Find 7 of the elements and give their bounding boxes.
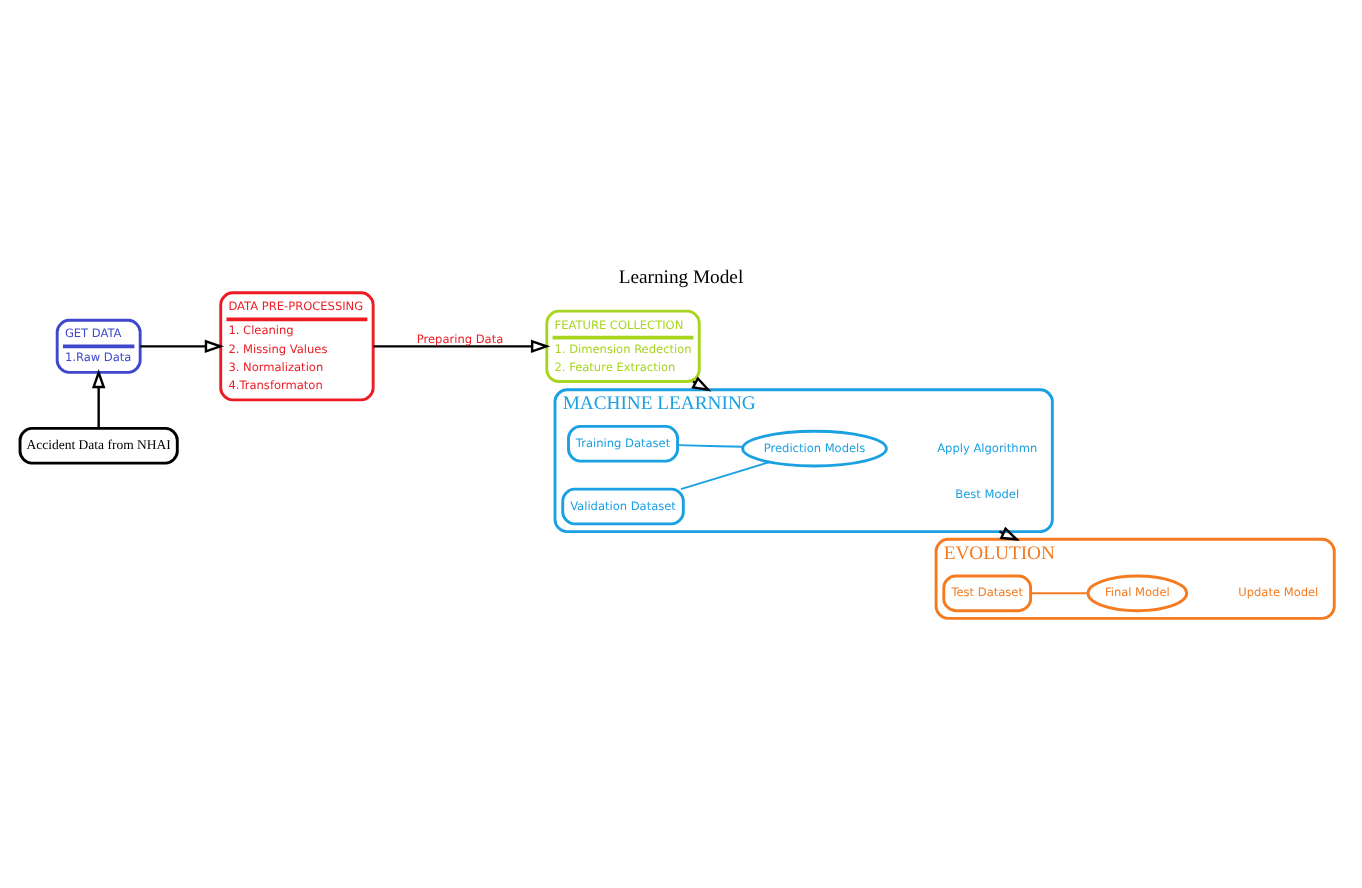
connector (676, 443, 744, 447)
connector (1029, 591, 1089, 594)
arrow (91, 367, 106, 428)
connector (679, 460, 771, 490)
arrow (140, 338, 225, 353)
diagram-title: Learning Model (618, 266, 744, 289)
arrow (373, 338, 551, 353)
